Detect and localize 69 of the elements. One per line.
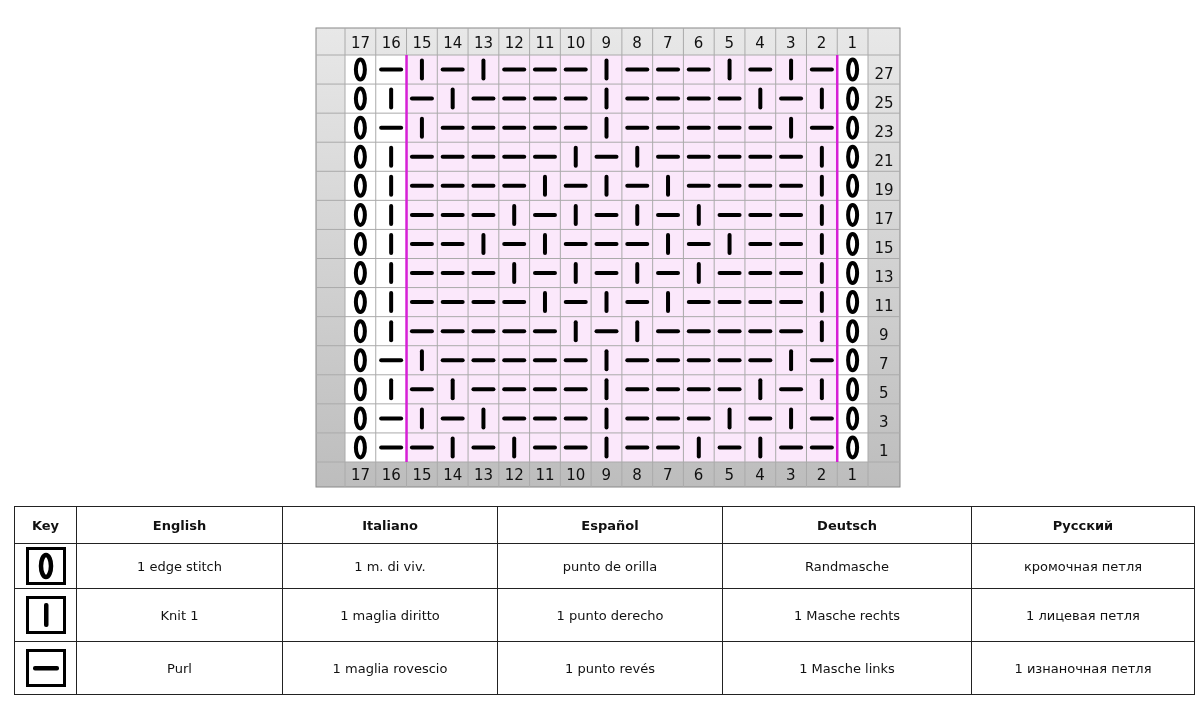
row-number: 27 bbox=[874, 64, 894, 83]
column-number: 4 bbox=[755, 466, 765, 484]
row-number: 23 bbox=[874, 122, 894, 141]
column-heading: Deutsch bbox=[817, 517, 877, 533]
stitch-name: 1 лицевая петля bbox=[1026, 607, 1140, 623]
row-number: 17 bbox=[874, 209, 894, 228]
column-number: 17 bbox=[350, 34, 370, 52]
row-number: 19 bbox=[874, 180, 894, 199]
column-number: 10 bbox=[566, 466, 586, 484]
row-number: 7 bbox=[879, 355, 889, 374]
column-number: 8 bbox=[632, 34, 642, 52]
column-number: 8 bbox=[632, 466, 642, 484]
column-number: 10 bbox=[566, 34, 586, 52]
column-number: 16 bbox=[381, 466, 401, 484]
stitch-name: 1 punto revés bbox=[565, 660, 655, 676]
column-number: 17 bbox=[350, 466, 370, 484]
stitch-name: 1 maglia diritto bbox=[340, 607, 440, 623]
row-number: 21 bbox=[874, 151, 894, 170]
column-heading: Русский bbox=[1052, 517, 1114, 533]
stitch-name: 1 maglia rovescio bbox=[332, 660, 448, 676]
column-number: 6 bbox=[693, 466, 704, 484]
column-number: 13 bbox=[473, 34, 494, 52]
column-heading: Español bbox=[581, 517, 639, 533]
column-heading: English bbox=[152, 517, 207, 533]
stitch-name: 1 Masche rechts bbox=[793, 607, 901, 623]
row-number: 13 bbox=[874, 268, 894, 287]
column-number: 4 bbox=[755, 34, 765, 52]
column-number: 3 bbox=[786, 466, 796, 484]
stitch-name: Knit 1 bbox=[160, 607, 199, 623]
stitch-name: Purl bbox=[167, 660, 192, 676]
column-heading: Italiano bbox=[362, 517, 418, 533]
column-number: 12 bbox=[504, 466, 524, 484]
column-number: 15 bbox=[412, 466, 432, 484]
row-number: 5 bbox=[879, 384, 889, 403]
column-number: 7 bbox=[663, 34, 673, 52]
column-number: 2 bbox=[816, 466, 827, 484]
column-number: 9 bbox=[601, 34, 612, 52]
row-number: 3 bbox=[879, 413, 889, 432]
column-number: 16 bbox=[381, 34, 401, 52]
row-number: 9 bbox=[879, 326, 889, 345]
stitch-name: 1 m. di viv. bbox=[354, 558, 426, 574]
row-number: 11 bbox=[874, 297, 894, 316]
column-number: 13 bbox=[473, 466, 494, 484]
column-number: 11 bbox=[535, 34, 555, 52]
column-number: 11 bbox=[535, 466, 555, 484]
stitch-name: кромочная петля bbox=[1023, 558, 1143, 574]
stitch-name: 1 punto derecho bbox=[556, 607, 664, 623]
column-number: 7 bbox=[663, 466, 673, 484]
stitch-name: 1 изнаночная петля bbox=[1014, 660, 1152, 676]
stitch-name: Randmasche bbox=[805, 558, 889, 574]
stitch-name: punto de orilla bbox=[562, 558, 658, 574]
column-number: 1 bbox=[847, 466, 858, 484]
row-number: 25 bbox=[874, 93, 894, 112]
column-number: 14 bbox=[443, 466, 463, 484]
column-number: 5 bbox=[724, 466, 735, 484]
column-number: 9 bbox=[601, 466, 612, 484]
column-number: 6 bbox=[693, 34, 704, 52]
stitch-name: 1 edge stitch bbox=[137, 558, 222, 574]
column-number: 15 bbox=[412, 34, 432, 52]
row-number: 1 bbox=[879, 442, 889, 461]
column-number: 14 bbox=[443, 34, 463, 52]
column-number: 5 bbox=[724, 34, 735, 52]
stitch-name: 1 Masche links bbox=[799, 660, 895, 676]
column-heading: Key bbox=[31, 517, 60, 533]
column-number: 2 bbox=[816, 34, 827, 52]
column-number: 1 bbox=[847, 34, 858, 52]
row-number: 15 bbox=[874, 238, 894, 257]
column-number: 12 bbox=[504, 34, 524, 52]
column-number: 3 bbox=[786, 34, 796, 52]
